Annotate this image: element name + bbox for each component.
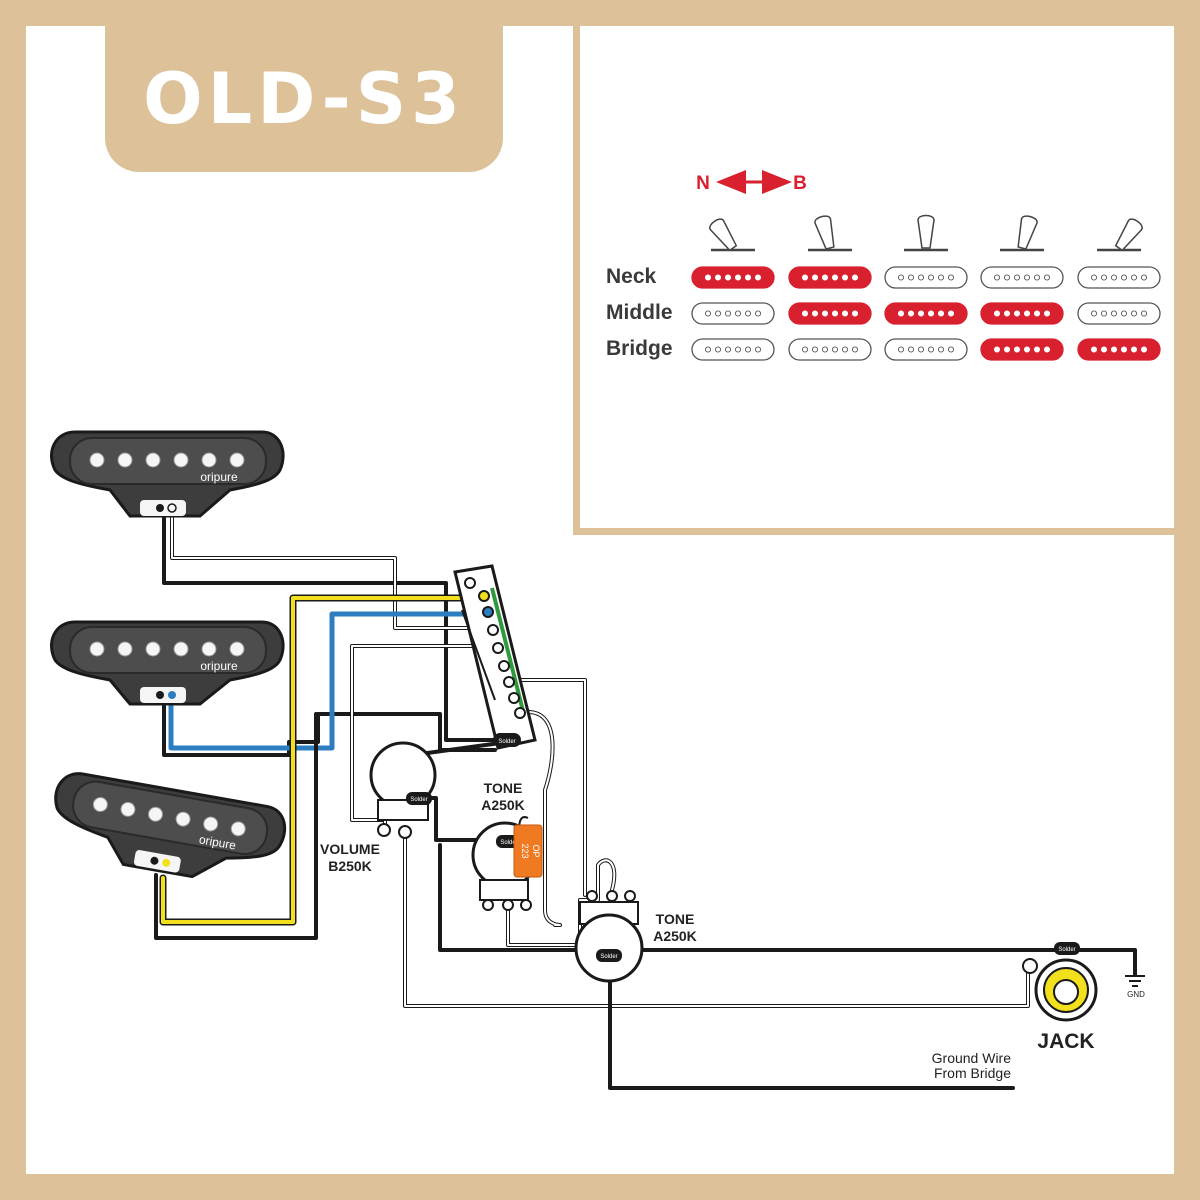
legend-pickup-middle-pos3 <box>884 302 968 325</box>
capacitor-line2: 223 <box>520 843 530 858</box>
switch-position-1-icon <box>709 218 755 252</box>
switch-solder-label: Solder <box>498 739 515 745</box>
ground-symbol: GND <box>1125 975 1145 999</box>
tone2-value: A250K <box>653 928 697 944</box>
pickup-middle-brand: oripure <box>200 659 238 673</box>
tone1-solder-label: Solder <box>500 840 517 846</box>
jack-label: JACK <box>1037 1030 1094 1053</box>
direction-neck-label: N <box>696 173 710 194</box>
five-way-switch: Solder <box>453 564 537 750</box>
capacitor-line1: OP <box>531 844 541 857</box>
switch-position-4-icon <box>1000 215 1044 252</box>
pickup-bridge-brand: oripure <box>198 832 238 852</box>
legend-pickup-middle-pos1 <box>691 302 775 325</box>
legend-pickup-neck-pos2 <box>788 266 872 289</box>
tone2-solder-label: Solder <box>600 954 617 960</box>
direction-bridge-label: B <box>793 173 807 194</box>
ground-wire-label-1: Ground Wire <box>932 1050 1012 1066</box>
wire-ground-bus <box>438 843 1137 977</box>
title-tab: OLD-S3 <box>105 26 503 172</box>
legend-pickup-neck-pos4 <box>980 266 1064 289</box>
legend-pickup-bridge-pos5 <box>1077 338 1161 361</box>
wires <box>154 510 1137 1090</box>
volume-label: VOLUME <box>320 841 380 857</box>
ground-wire-label-2: From Bridge <box>934 1065 1011 1081</box>
legend-pickup-bridge-pos4 <box>980 338 1064 361</box>
legend-pickup-neck-pos3 <box>884 266 968 289</box>
capacitor: OP 223 <box>513 816 543 878</box>
legend-pickup-bridge-pos2 <box>788 338 872 361</box>
legend-panel <box>573 26 1174 535</box>
legend-switch-positions <box>709 214 1143 252</box>
legend-inner <box>580 26 1174 528</box>
legend-pickup-bridge-pos1 <box>691 338 775 361</box>
tone1-label: TONE <box>484 780 523 796</box>
volume-solder-label: Solder <box>410 797 427 803</box>
pickup-middle: oripure <box>50 620 285 706</box>
tone-pot-2: Solder TONE A250K <box>574 890 697 983</box>
wire-middle-blue <box>168 611 493 751</box>
legend-pickup-middle-pos4 <box>980 302 1064 325</box>
legend-row-neck-label: Neck <box>606 265 657 288</box>
volume-value: B250K <box>328 858 372 874</box>
legend: N B Neck Middle Bridge <box>606 170 1161 361</box>
legend-pickup-middle-pos5 <box>1077 302 1161 325</box>
legend-pickup-neck-pos5 <box>1077 266 1161 289</box>
pickup-neck-brand: oripure <box>200 470 238 484</box>
tone1-value: A250K <box>481 797 525 813</box>
volume-pot: Solder VOLUME B250K <box>320 741 437 874</box>
legend-pickup-middle-pos2 <box>788 302 872 325</box>
output-jack: Solder JACK <box>1022 942 1098 1053</box>
wire-neck-white <box>170 510 490 630</box>
switch-position-3-icon <box>904 214 948 252</box>
pickup-neck: oripure <box>50 430 285 518</box>
tone2-label: TONE <box>656 911 695 927</box>
wire-ground-from-bridge <box>608 956 1015 1090</box>
legend-row-bridge-label: Bridge <box>606 337 673 360</box>
switch-position-2-icon <box>808 215 852 252</box>
jack-solder-label: Solder <box>1058 947 1075 953</box>
wire-bridge-black <box>154 712 318 940</box>
page-title: OLD-S3 <box>143 58 465 140</box>
legend-pickup-grid <box>691 266 1161 361</box>
legend-pickup-bridge-pos3 <box>884 338 968 361</box>
ground-symbol-label: GND <box>1127 990 1145 999</box>
legend-row-middle-label: Middle <box>606 301 673 324</box>
switch-position-5-icon <box>1097 218 1143 252</box>
legend-pickup-neck-pos1 <box>691 266 775 289</box>
pickup-bridge: oripure <box>54 772 287 879</box>
